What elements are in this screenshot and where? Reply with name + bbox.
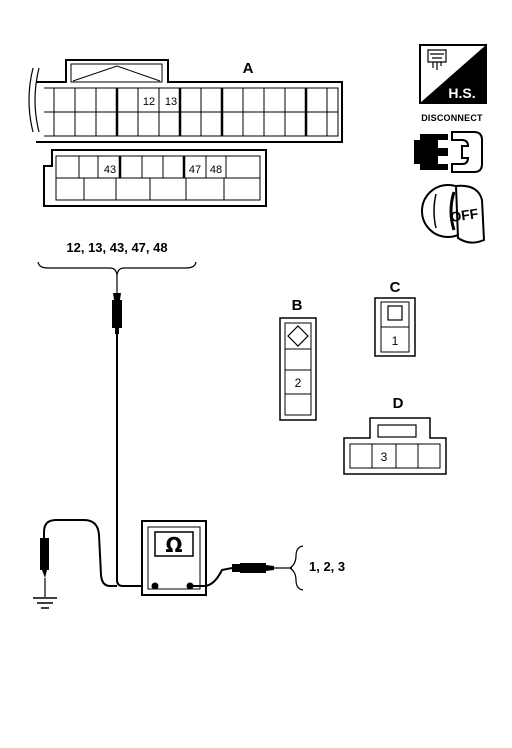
connector-b [279, 317, 317, 421]
probe-negative-pins: 1, 2, 3 [309, 559, 345, 574]
connector-c [374, 297, 416, 357]
pin-label: 1 [392, 334, 399, 348]
pin-label: 48 [210, 164, 222, 176]
connector-d [343, 417, 447, 475]
off-label: OFF [449, 205, 479, 225]
pin-label: 2 [295, 376, 302, 390]
pins-brace [288, 545, 304, 591]
pin-label: 47 [189, 164, 201, 176]
pin-label: 43 [104, 164, 116, 176]
pins-brace [37, 261, 197, 276]
connector-d-label: D [393, 395, 404, 412]
ignition-switch-icon [421, 184, 486, 244]
connector-a [28, 59, 343, 207]
probe-positive-pins: 12, 13, 43, 47, 48 [66, 240, 167, 255]
disconnect-label: DISCONNECT [421, 113, 483, 123]
connector-b-label: B [292, 297, 303, 314]
connector-a-label: A [243, 60, 254, 77]
disconnect-connector-icon [414, 131, 483, 173]
hs-badge-text: H.S. [448, 85, 475, 101]
connector-c-label: C [390, 279, 401, 296]
ohmmeter [141, 520, 207, 596]
positive-probe [112, 275, 155, 587]
pin-label: 3 [381, 450, 388, 464]
pin-label: 13 [165, 96, 177, 108]
harness-icon [419, 44, 487, 104]
ground-lead [40, 519, 117, 597]
ground-icon [33, 597, 57, 609]
ohm-symbol: Ω [165, 533, 182, 557]
pin-label: 12 [143, 96, 155, 108]
negative-probe [190, 563, 292, 587]
